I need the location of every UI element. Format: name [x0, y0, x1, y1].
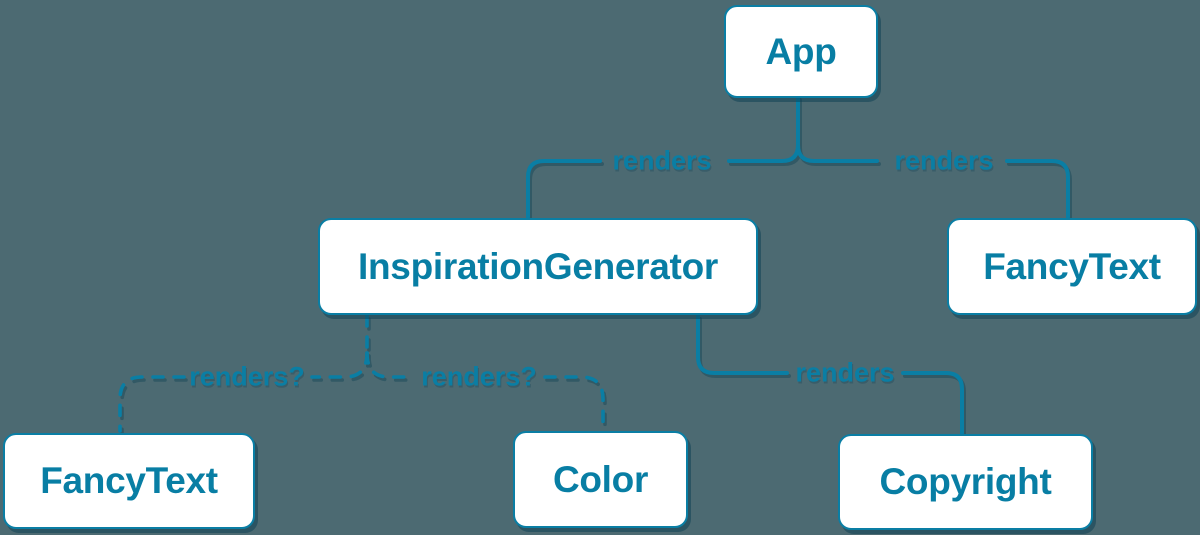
edge-app-to-fancy-text-segment-1: [796, 143, 879, 163]
node-inspiration-generator: InspirationGenerator: [318, 218, 758, 315]
node-fancy-text-top: FancyText: [947, 218, 1197, 315]
edge-inspiration-to-color-segment-2: [543, 375, 605, 430]
node-inspiration-generator-label: InspirationGenerator: [358, 245, 718, 287]
node-color: Color: [513, 431, 688, 528]
node-color-label: Color: [552, 458, 649, 500]
edge-inspiration-to-copyright-segment-2: [901, 371, 964, 435]
edge-label-app-to-fancy-text: renders: [894, 145, 994, 176]
node-fancy-text-top-label: FancyText: [983, 245, 1161, 287]
edge-app-to-inspiration-segment-2: [526, 159, 602, 219]
edge-label-inspiration-to-fancy-text: renders?: [189, 361, 305, 392]
edge-app-to-inspiration-segment-1: [727, 95, 800, 163]
edge-label-inspiration-to-copyright: renders: [795, 357, 895, 388]
node-app-label: App: [765, 30, 837, 72]
edge-inspiration-to-color-segment-1: [365, 351, 415, 379]
edge-inspiration-to-fancy-text-segment-2: [118, 375, 186, 433]
edge-inspiration-to-fancy-text-segment-1: [310, 351, 369, 379]
edge-app-to-fancy-text-segment-2: [1005, 159, 1070, 219]
edge-label-inspiration-to-color: renders?: [421, 361, 537, 392]
node-copyright: Copyright: [838, 434, 1093, 530]
node-fancy-text-bottom-label: FancyText: [40, 460, 218, 501]
node-fancy-text-bottom: FancyText: [3, 433, 255, 529]
node-app: App: [724, 5, 878, 98]
edge-inspiration-to-copyright-segment-1: [696, 314, 789, 375]
edge-label-app-to-inspiration: renders: [612, 145, 712, 176]
node-copyright-label: Copyright: [879, 461, 1052, 502]
